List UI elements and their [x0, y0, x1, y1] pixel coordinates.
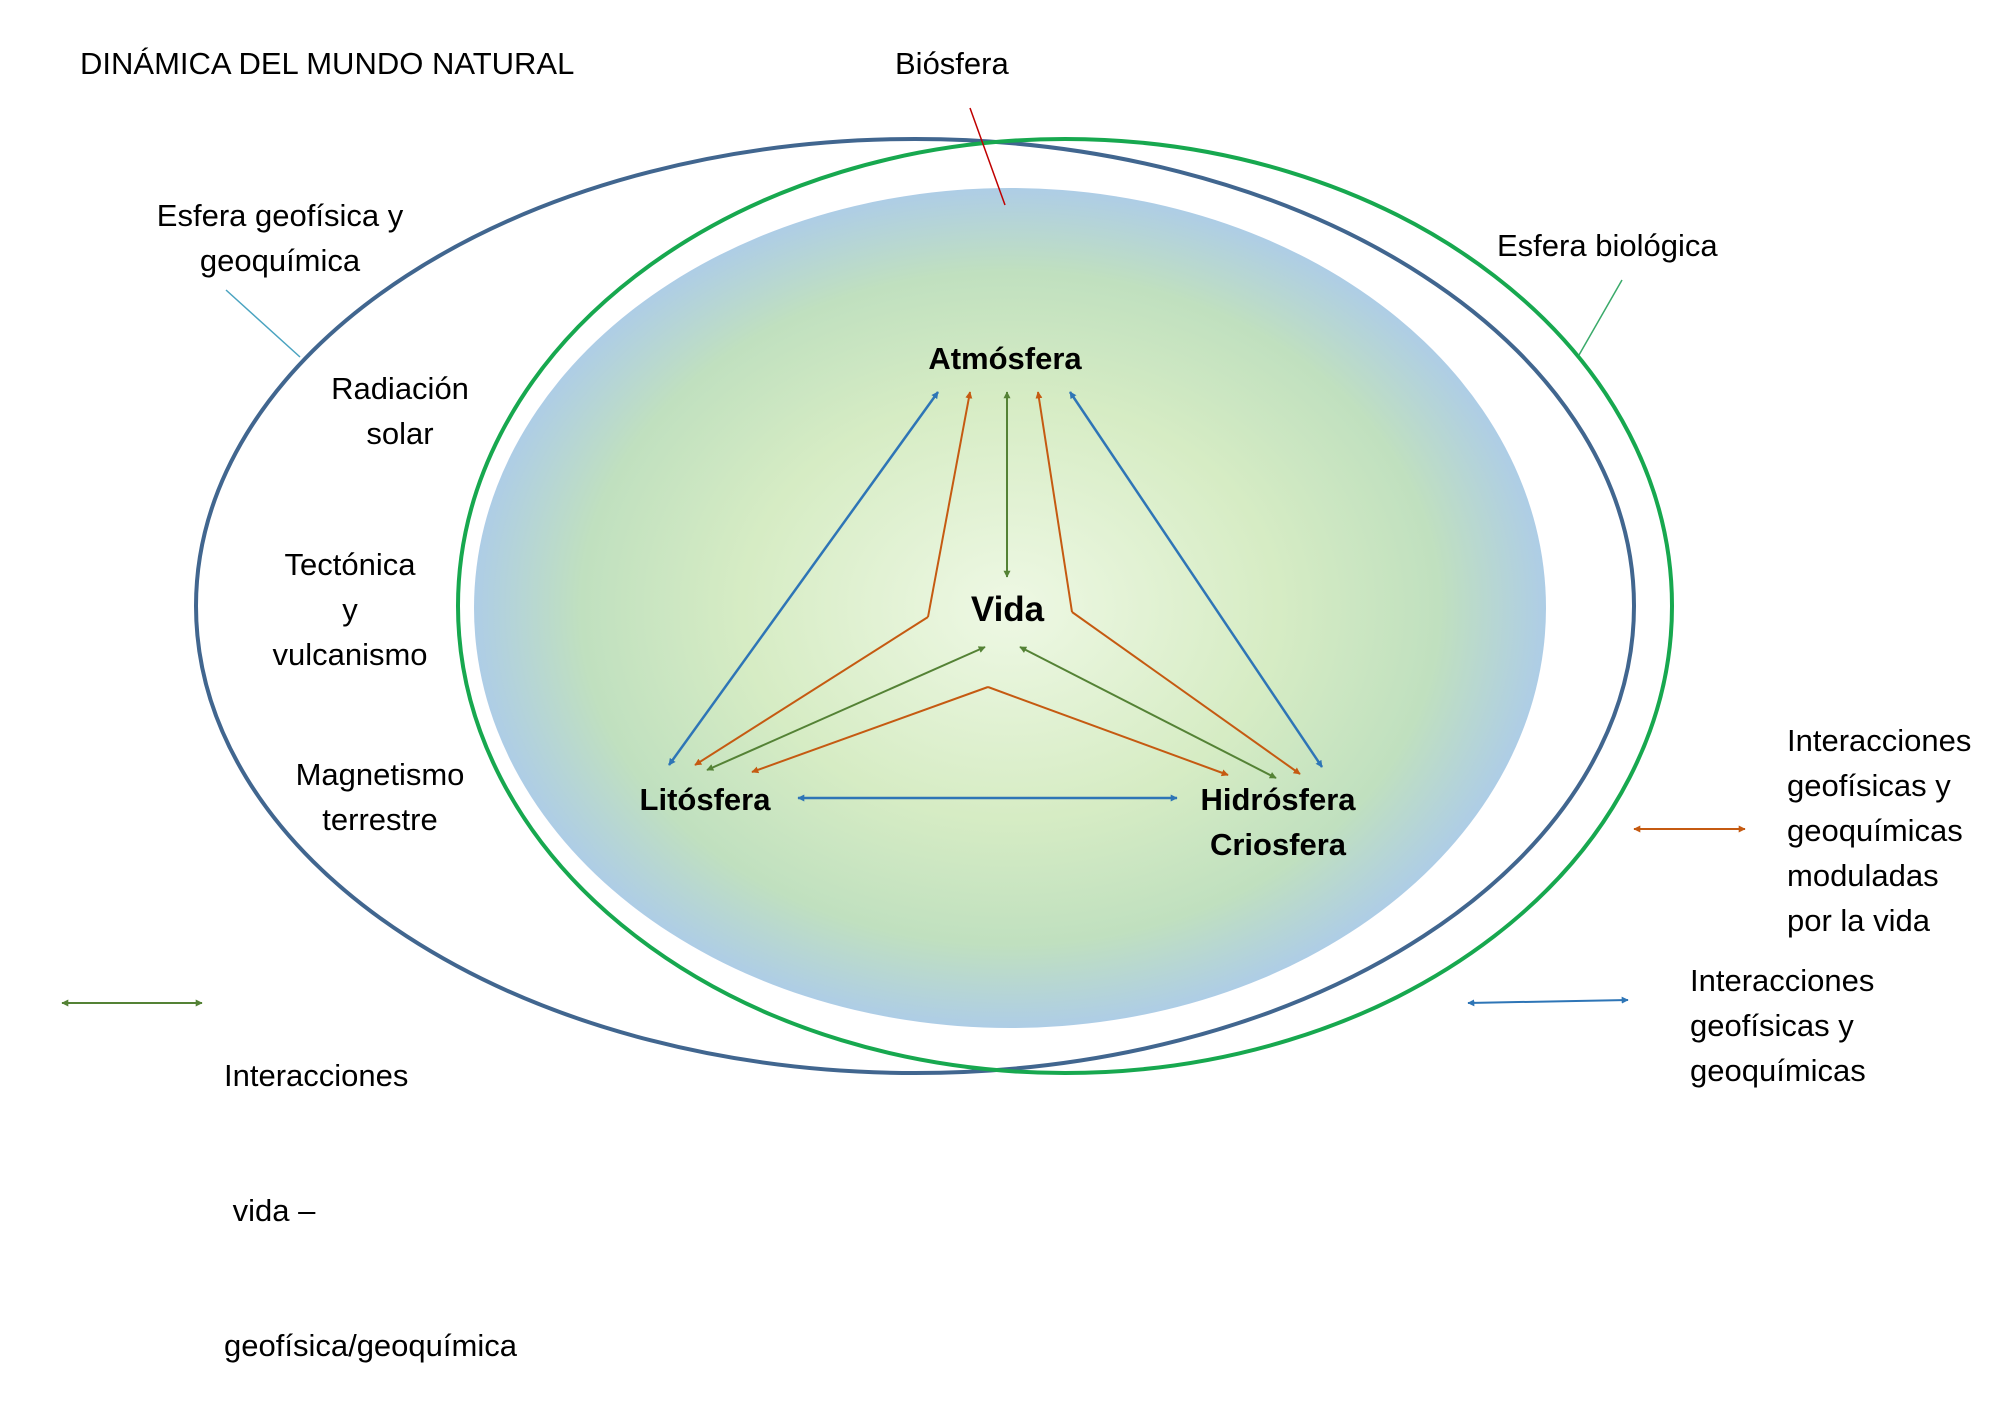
geophysical-sphere-ellipse [194, 137, 1636, 1075]
biosphere-callout-line [969, 107, 1006, 206]
legend-orange-line-5: por la vida [1787, 903, 1931, 938]
biosphere-label: Biósfera [895, 46, 1009, 81]
tectonics-volcanism-label: Tectónica y vulcanismo [250, 542, 450, 677]
arrow-life-lithosphere [706, 646, 986, 771]
node-life: Vida [970, 590, 1045, 629]
magnetism-line-2: terrestre [322, 802, 438, 837]
arrow-life-modulated-atmosphere-left [927, 391, 973, 618]
legend-orange-label: Interacciones geofísicas y geoquímicas m… [1787, 718, 1971, 943]
legend-orange-line-3: geoquímicas [1787, 813, 1963, 848]
legend-blue-line-3: geoquímicas [1690, 1053, 1866, 1088]
node-cryosphere: Criosfera [1209, 827, 1347, 862]
biological-callout-line [1578, 279, 1623, 356]
solar-radiation-line-1: Radiación [331, 371, 469, 406]
geophysical-sphere-label-line-2: geoquímica [199, 243, 361, 278]
diagram-canvas [61, 107, 1746, 1075]
biological-sphere-ellipse [456, 137, 1674, 1075]
legend-orange-line-2: geofísicas y [1787, 768, 1951, 803]
solar-radiation-line-2: solar [366, 416, 434, 451]
legend-green-line-2: vida – [224, 1193, 316, 1228]
node-hydrosphere: Hidrósfera [1200, 782, 1356, 817]
legend-blue-arrow [1467, 996, 1629, 1007]
geophysical-sphere-label: Esfera geofísica y geoquímica [100, 193, 460, 283]
tectonics-line-3: vulcanismo [272, 637, 428, 672]
legend-orange-line-4: moduladas [1787, 858, 1939, 893]
legend-orange-line-1: Interacciones [1787, 723, 1972, 758]
legend-green-line-1: Interacciones [224, 1058, 409, 1093]
arrow-life-modulated-atmosphere-right [1035, 391, 1073, 613]
legend-green-line-3: geofísica/geoquímica [224, 1328, 517, 1363]
tectonics-line-1: Tectónica [284, 547, 416, 582]
legend-blue-line-1: Interacciones [1690, 963, 1875, 998]
legend-green-label: Interacciones vida – geofísica/geoquímic… [224, 963, 517, 1413]
node-lithosphere: Litósfera [639, 782, 771, 817]
terrestrial-magnetism-label: Magnetismo terrestre [260, 752, 500, 842]
geophysical-sphere-label-line-1: Esfera geofísica y [156, 198, 404, 233]
solar-radiation-label: Radiación solar [300, 366, 500, 456]
page-title: DINÁMICA DEL MUNDO NATURAL [80, 46, 575, 81]
node-atmosphere: Atmósfera [928, 341, 1082, 376]
legend-blue-line-2: geofísicas y [1690, 1008, 1854, 1043]
magnetism-line-1: Magnetismo [295, 757, 465, 792]
arrow-life-hydrosphere [1019, 646, 1277, 779]
arrow-atmosphere-hydrosphere [1068, 391, 1324, 768]
legend-blue-label: Interacciones geofísicas y geoquímicas [1690, 958, 1874, 1093]
geophysical-callout-line [225, 289, 301, 358]
biological-sphere-label: Esfera biológica [1497, 228, 1718, 263]
tectonics-line-2: y [342, 592, 358, 627]
node-hydrosphere-cryosphere: Hidrósfera Criosfera [1178, 777, 1378, 867]
